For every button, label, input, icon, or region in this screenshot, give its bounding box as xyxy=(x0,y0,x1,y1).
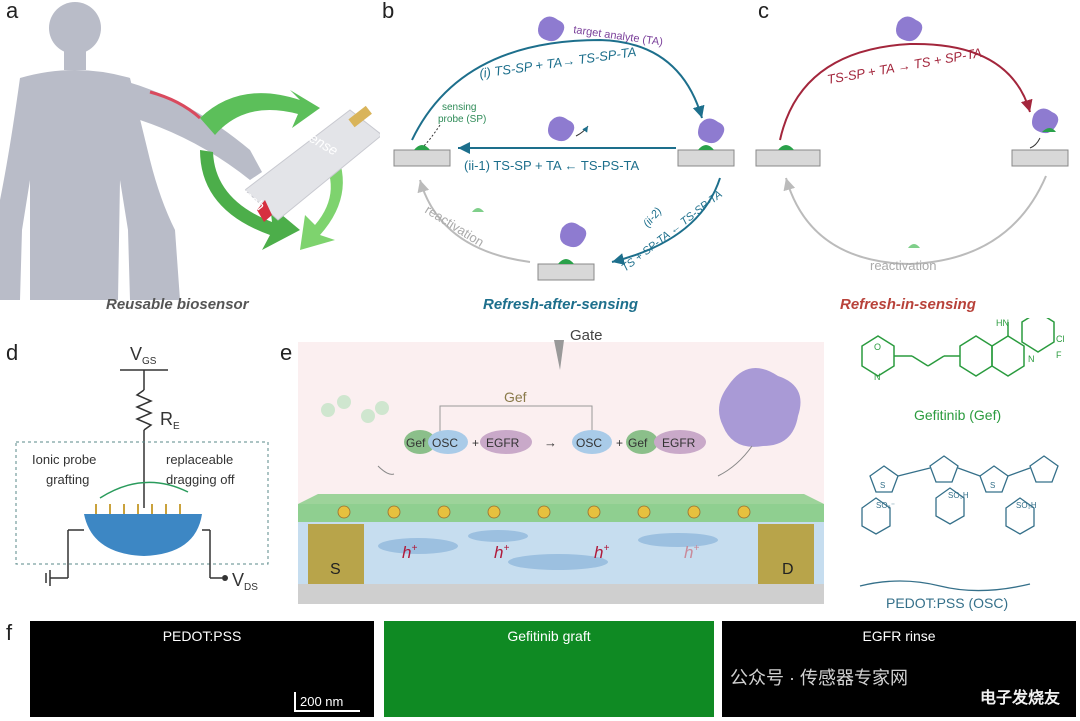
panel-c-equation: TS-SP + TA → TS + SP-TA xyxy=(826,45,983,87)
step-i-equation: (i) TS-SP + TA→ TS-SP-TA xyxy=(478,44,637,81)
plus-1: + xyxy=(472,436,479,450)
body-illustration: Sense Refresh xyxy=(0,2,380,300)
egfr-protein-icon xyxy=(719,368,801,447)
afm-tile-pedot: PEDOT:PSS xyxy=(30,621,374,717)
sensing-probe-label-1: sensing xyxy=(442,102,476,113)
panel-c-label: c xyxy=(758,0,769,23)
reactivation-label-c: reactivation xyxy=(870,258,936,273)
target-analyte-label: target analyte (TA) xyxy=(573,24,664,48)
plus-2: + xyxy=(616,436,623,450)
gefitinib-label: Gefitinib (Gef) xyxy=(914,407,1001,423)
gate-label: Gate xyxy=(570,327,603,344)
hole-2: h+ xyxy=(494,543,509,562)
replace-label-2: dragging off xyxy=(166,472,235,487)
reactant-osc: OSC xyxy=(432,436,458,450)
step-ii2-tag: (ii-2) xyxy=(641,205,665,230)
refresh-in-sensing-diagram: TS-SP + TA → TS + SP-TA reactivation xyxy=(755,16,1069,273)
panel-e-label: e xyxy=(280,340,293,365)
step-ii1-equation: (ii-1) TS-SP + TA ← TS-PS-TA xyxy=(464,158,640,173)
pedot-pss-structure: SO₃⁻ SO₃H SO₃H S S PEDOT:PSS (OSC) xyxy=(859,455,1059,611)
afm-tile-gefitinib-label: Gefitinib graft xyxy=(507,628,591,644)
panel-b-label: b xyxy=(382,0,395,23)
panel-a-caption: Reusable biosensor xyxy=(106,296,249,313)
ionic-label-2: grafting xyxy=(46,472,89,487)
pss-so3m: SO₃⁻ xyxy=(876,501,895,510)
hole-3: h+ xyxy=(594,543,609,562)
afm-tile-egfr: EGFR rinse xyxy=(722,621,1076,717)
product-egfr: EGFR xyxy=(662,436,696,450)
drain-label: D xyxy=(782,561,794,578)
gefitinib-structure: O N HN Cl F N Gefitinib (Gef) xyxy=(861,318,1065,423)
pedot-s-2: S xyxy=(990,481,995,490)
ionic-label-1: Ionic probe xyxy=(32,452,96,467)
re-label: RE xyxy=(160,409,180,432)
refresh-after-sensing-diagram: target analyte (TA) (i) TS-SP + TA→ TS-S… xyxy=(393,16,735,281)
gef-reaction-label: Gef xyxy=(504,389,527,405)
pedot-s-1: S xyxy=(880,481,885,490)
gef-o-1: O xyxy=(874,342,881,352)
resistor-icon xyxy=(135,389,153,431)
source-label: S xyxy=(330,561,341,578)
step-ii2-equation: TS + SP-TA ← TS-SP-TA xyxy=(619,188,724,274)
vds-label: VDS xyxy=(232,570,258,593)
reaction-arrow: → xyxy=(544,435,557,450)
hole-4: h+ xyxy=(684,543,699,562)
panel-a-label: a xyxy=(6,0,19,23)
panel-c-caption: Refresh-in-sensing xyxy=(840,296,976,313)
replace-label-1: replaceable xyxy=(166,452,233,467)
vgs-label: VGS xyxy=(130,344,157,367)
target-analyte-icon xyxy=(538,16,565,42)
afm-tile-pedot-label: PEDOT:PSS xyxy=(162,628,242,644)
gef-n-2: N xyxy=(1028,354,1035,364)
afm-tile-gefitinib: Gefitinib graft xyxy=(384,621,714,717)
watermark-brand: 电子发烧友 xyxy=(980,690,1061,707)
osc-transistor-diagram: Gate Gef Gef OSC + EGFR → OSC + Gef EGFR… xyxy=(298,327,824,604)
product-osc: OSC xyxy=(576,436,602,450)
panel-f-label: f xyxy=(6,620,13,645)
pss-so3h-1: SO₃H xyxy=(948,491,969,500)
circuit-diagram: VGS RE Ionic probe grafting replaceable … xyxy=(15,344,269,593)
panel-b-caption: Refresh-after-sensing xyxy=(483,296,639,313)
scale-bar xyxy=(294,692,360,712)
gef-cl: Cl xyxy=(1056,334,1065,344)
gef-n-1: N xyxy=(874,372,881,382)
gef-hn: HN xyxy=(996,318,1009,328)
scale-bar-label: 200 nm xyxy=(300,694,344,709)
reactant-gef: Gef xyxy=(406,436,426,450)
sensing-probe-label-2: probe (SP) xyxy=(438,114,486,125)
watermark-text: 公众号 · 传感器专家网 xyxy=(730,668,908,688)
reactant-egfr: EGFR xyxy=(486,436,520,450)
pedot-label: PEDOT:PSS (OSC) xyxy=(886,595,1008,611)
afm-tile-egfr-label: EGFR rinse xyxy=(862,628,936,644)
product-gef: Gef xyxy=(628,436,648,450)
gef-f: F xyxy=(1056,350,1062,360)
hole-1: h+ xyxy=(402,543,417,562)
pss-so3h-2: SO₃H xyxy=(1016,501,1037,510)
panel-d-label: d xyxy=(6,340,19,365)
